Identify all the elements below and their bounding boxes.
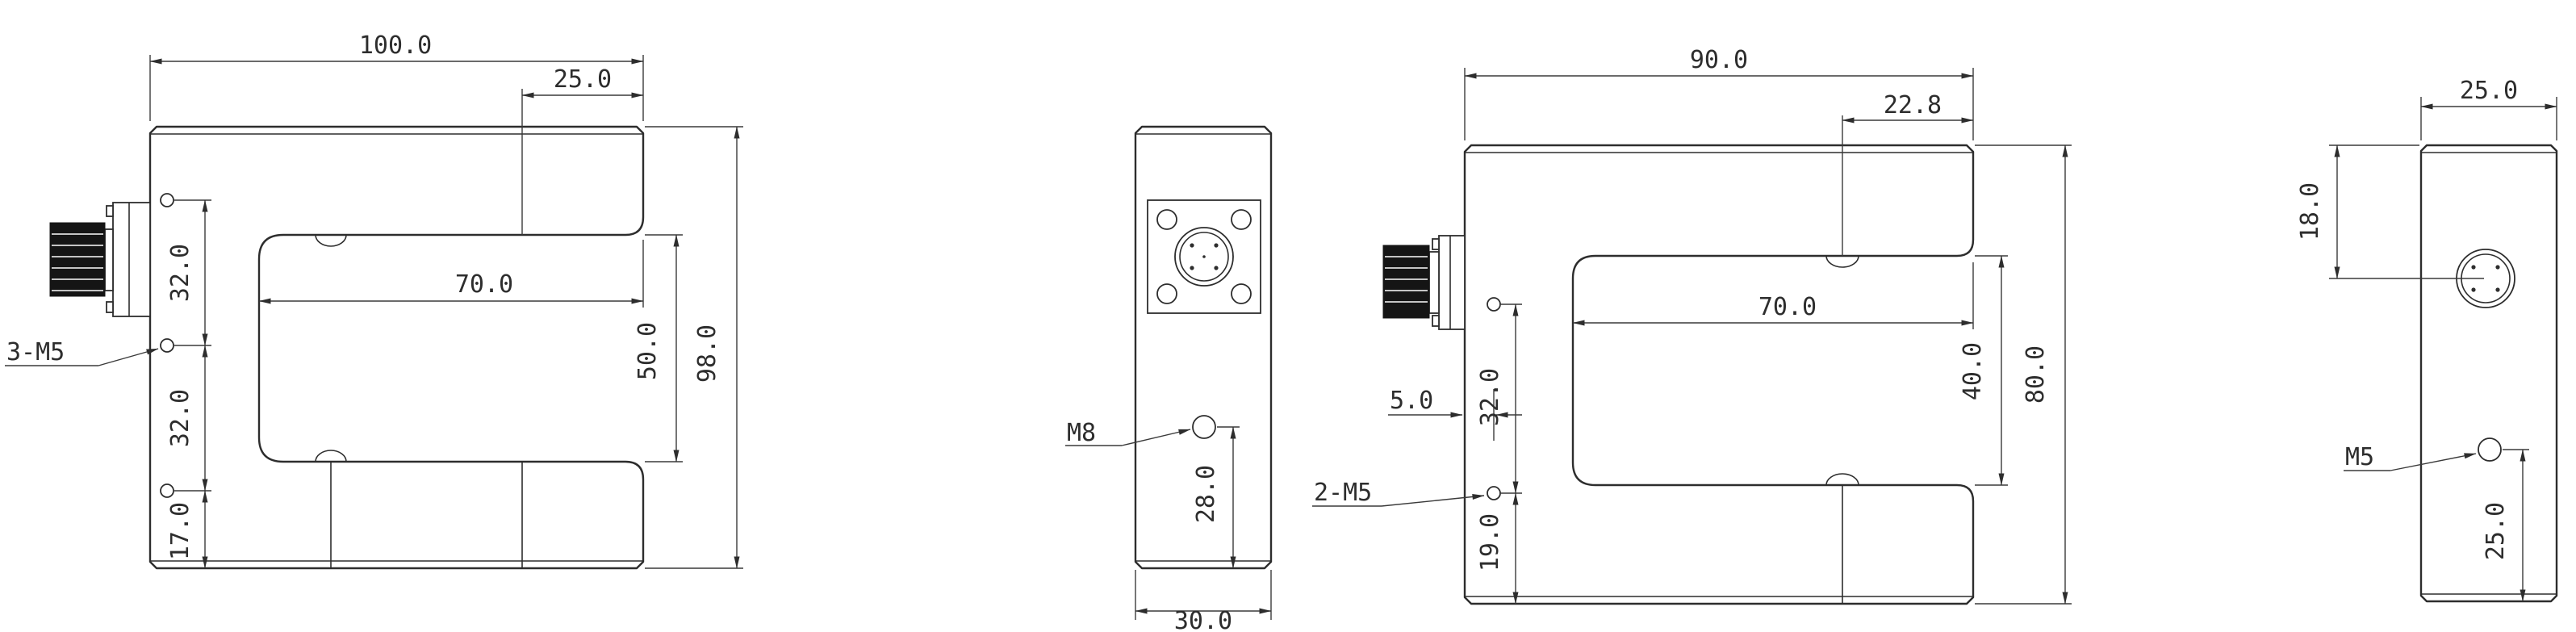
view-front-large: 100.0 25.0 70.0 50.0 98.0 32.0 32.0 17.0 xyxy=(5,31,743,570)
optical-notch-top xyxy=(1825,255,1859,268)
connector-thread xyxy=(49,222,106,297)
dim-hole-bottom-offset: 28.0 xyxy=(1192,465,1220,523)
mount-hole-middle xyxy=(160,338,174,353)
dimensions-front-small: 90.0 22.8 70.0 40.0 80.0 5.0 32.0 xyxy=(1312,46,2072,605)
dim-hole-bottom-offset: 25.0 xyxy=(2482,502,2510,560)
m8-hole xyxy=(1192,415,1216,439)
connector-tab-top xyxy=(1432,238,1440,250)
dim-width: 25.0 xyxy=(2460,77,2518,105)
mount-hole-bottom xyxy=(160,483,174,498)
dim-slot-opening: 50.0 xyxy=(634,322,662,380)
sensor-side-outline xyxy=(1134,125,1273,570)
mount-hole-bottom xyxy=(1487,486,1501,500)
thread-callout-label: M5 xyxy=(2345,443,2374,471)
plate-screw-top-left xyxy=(1156,209,1177,230)
mount-hole-top xyxy=(1487,297,1501,312)
connector-barrel-inner xyxy=(1179,232,1229,282)
dim-overall-width: 90.0 xyxy=(1690,46,1748,74)
optical-notch-bottom xyxy=(315,450,347,462)
sensor-body-outline xyxy=(148,125,645,570)
thread-callout-label: 2-M5 xyxy=(1314,479,1372,507)
connector-tab-bottom xyxy=(1432,315,1440,327)
sensor-side-outline xyxy=(2419,144,2558,603)
cable-connector xyxy=(1382,235,1466,330)
dim-overall-width: 100.0 xyxy=(359,31,432,60)
dim-width: 30.0 xyxy=(1174,607,1232,632)
dim-slot-depth: 70.0 xyxy=(1758,293,1817,321)
cable-connector xyxy=(49,202,151,317)
plate-screw-bottom-left xyxy=(1156,283,1177,304)
dim-arm-width: 25.0 xyxy=(554,65,612,94)
mount-hole-top xyxy=(160,193,174,207)
dim-bottom-hole-offset: 19.0 xyxy=(1476,513,1504,571)
dim-overall-height: 98.0 xyxy=(693,324,721,383)
connector-flange xyxy=(112,202,151,317)
connector-face xyxy=(2456,249,2515,308)
connector-tab-bottom xyxy=(106,301,114,313)
m5-hole xyxy=(2478,437,2502,462)
connector-tab-top xyxy=(106,205,114,217)
optical-notch-top xyxy=(315,234,347,247)
dim-hole-pitch-lower: 32.0 xyxy=(166,389,194,447)
dim-hole-pitch-upper: 32.0 xyxy=(166,244,194,302)
dim-arm-width: 22.8 xyxy=(1884,91,1942,119)
connector-pins xyxy=(2471,265,2500,292)
plate-screw-bottom-right xyxy=(1231,283,1252,304)
dim-slot-depth: 70.0 xyxy=(455,270,513,299)
dim-connector-top-offset: 18.0 xyxy=(2296,182,2324,241)
connector-plate xyxy=(1147,199,1261,314)
thread-callout-label: M8 xyxy=(1067,419,1096,447)
connector-pins xyxy=(1190,243,1219,270)
connector-neck xyxy=(104,228,114,291)
dimensions-side-large: M8 28.0 30.0 xyxy=(1065,419,1272,632)
connector-flange xyxy=(1438,235,1466,330)
view-side-large: M8 28.0 30.0 xyxy=(1065,125,1273,632)
optical-notch-bottom xyxy=(1825,473,1859,486)
dim-edge-offset: 5.0 xyxy=(1390,387,1433,415)
connector-thread xyxy=(1382,245,1430,319)
dimensions-side-small: 25.0 18.0 M5 25.0 xyxy=(2296,77,2557,602)
view-front-small: 90.0 22.8 70.0 40.0 80.0 5.0 32.0 xyxy=(1312,46,2072,605)
dim-overall-height: 80.0 xyxy=(2022,345,2050,404)
dim-hole-pitch: 32.0 xyxy=(1476,368,1504,426)
connector-neck xyxy=(1428,251,1440,314)
view-side-small: 25.0 18.0 M5 25.0 xyxy=(2296,77,2558,603)
dimensions-front-large: 100.0 25.0 70.0 50.0 98.0 32.0 32.0 17.0 xyxy=(5,31,743,569)
sensor-body-outline xyxy=(1463,144,1975,605)
thread-ridges xyxy=(52,233,103,291)
dim-slot-opening: 40.0 xyxy=(1959,342,1987,400)
thread-ridges xyxy=(1385,256,1428,303)
thread-callout-label: 3-M5 xyxy=(6,338,65,366)
dim-bottom-hole-offset: 17.0 xyxy=(166,502,194,560)
plate-screw-top-right xyxy=(1231,209,1252,230)
